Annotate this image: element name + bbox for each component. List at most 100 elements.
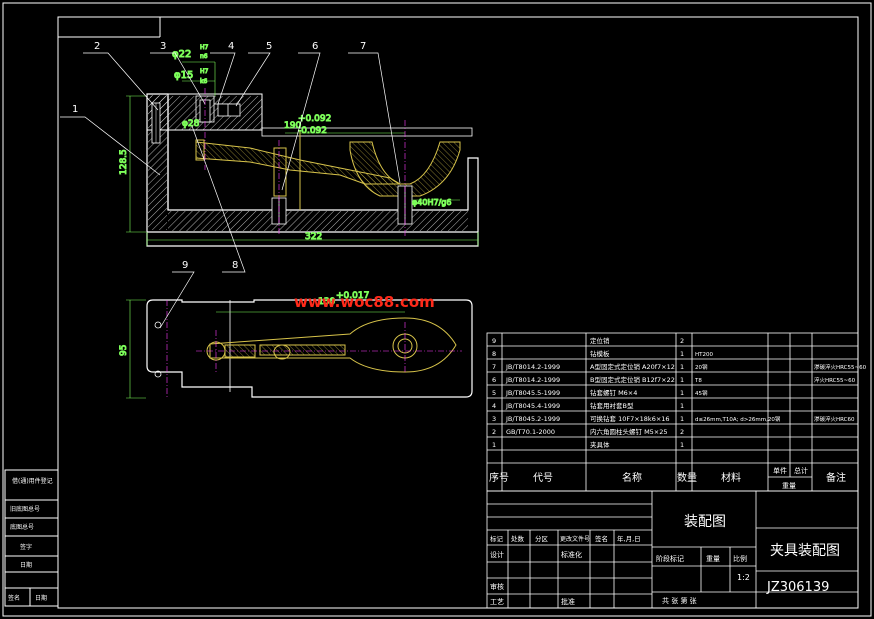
dim-phi22-fit-top: H7 bbox=[200, 44, 209, 51]
rev-doc: 更改文件号 bbox=[560, 535, 590, 543]
strip-label-reg: 借(通)用件登记 bbox=[12, 477, 53, 485]
bom-cell-material: 20钢 bbox=[695, 363, 708, 371]
bom-cell-code: JB/T8045.4-1999 bbox=[505, 402, 560, 410]
bom-header-total: 总计 bbox=[794, 466, 808, 475]
title-process: 工艺 bbox=[490, 598, 504, 606]
bom-cell-no: 4 bbox=[492, 402, 496, 410]
dim-130: 130 bbox=[318, 297, 335, 307]
bom-cell-note: 渗碳淬火HRC60 bbox=[814, 415, 855, 423]
part-label-7: 7 bbox=[360, 41, 366, 52]
top-view bbox=[146, 299, 473, 398]
strip-label-sign: 签字 bbox=[20, 543, 32, 551]
bom-cell-code: GB/T70.1-2000 bbox=[506, 428, 555, 436]
title-assembly: 装配图 bbox=[684, 514, 726, 530]
strip-label-base: 底图总号 bbox=[10, 523, 34, 531]
title-scale: 1:2 bbox=[737, 573, 750, 582]
title-stage-mark: 阶段标记 bbox=[656, 554, 684, 563]
bom-cell-qty: 1 bbox=[680, 363, 684, 371]
title-drawing-name: 夹具装配图 bbox=[770, 543, 840, 559]
bom-cell-note: 淬火HRC55~60 bbox=[814, 376, 856, 384]
bom-cell-name: 夹具体 bbox=[590, 440, 610, 449]
bom-header-note: 备注 bbox=[826, 471, 846, 484]
bom-cell-no: 8 bbox=[492, 350, 496, 358]
bom-cell-name: B型固定式定位销 B12f7×22 bbox=[590, 375, 675, 384]
bom-cell-name: 钻套螺钉 M6×4 bbox=[590, 388, 637, 397]
bom-cell-qty: 1 bbox=[680, 415, 684, 423]
rev-sign: 签名 bbox=[595, 534, 608, 543]
part-number-labels: 1 2 3 4 5 6 7 8 9 bbox=[72, 41, 366, 271]
bom-header-qty: 数量 bbox=[677, 471, 697, 484]
strip-label-sign2: 签名 bbox=[8, 594, 20, 602]
part-label-2: 2 bbox=[94, 41, 100, 52]
dim-bore-phi40: φ40H7/g6 bbox=[412, 198, 451, 207]
bom-header-no: 序号 bbox=[489, 471, 509, 484]
dim-phi15-fit-top: H7 bbox=[200, 68, 209, 75]
dim-width-95: 95 bbox=[119, 345, 129, 356]
bom-cell-no: 5 bbox=[492, 389, 496, 397]
bom-cell-code: JB/T8014.2-1999 bbox=[505, 363, 560, 371]
dim-phi22: φ22 bbox=[172, 49, 191, 60]
bom-cell-qty: 1 bbox=[680, 389, 684, 397]
workpiece-plan bbox=[206, 317, 457, 373]
dim-height-128-5: 128.5 bbox=[119, 149, 129, 175]
title-drawing-number: JZ306139 bbox=[766, 580, 829, 595]
part-label-5: 5 bbox=[266, 41, 272, 52]
part-label-8: 8 bbox=[232, 260, 238, 271]
bom-cell-name: 钻模板 bbox=[590, 349, 610, 358]
bom-cell-note: 渗碳淬火HRC55~60 bbox=[814, 363, 867, 371]
centerlines-front bbox=[204, 88, 406, 236]
title-block: 装配图 夹具装配图 JZ306139 1:2 阶段标记 重量 比例 共 张 第 … bbox=[486, 490, 859, 609]
part-label-3: 3 bbox=[160, 41, 166, 52]
title-weight: 重量 bbox=[706, 555, 720, 563]
bom-header-code: 代号 bbox=[533, 472, 553, 484]
bom-cell-no: 1 bbox=[492, 441, 496, 449]
dim-phi15-fit-bot: k6 bbox=[200, 78, 207, 85]
body-base-hatch bbox=[168, 211, 468, 231]
bom-header-weight: 重量 bbox=[782, 482, 796, 490]
watermark-text: www.woc88.com bbox=[294, 293, 435, 311]
bom-cell-qty: 2 bbox=[680, 337, 684, 345]
bom-cell-no: 7 bbox=[492, 363, 496, 371]
bom-cell-code: JB/T8014.2-1999 bbox=[505, 376, 560, 384]
bom-cell-name: 内六角圆柱头螺钉 M5×25 bbox=[590, 427, 668, 436]
bom-cell-code: JB/T8045.2-1999 bbox=[505, 415, 560, 423]
bom-cell-material: T8 bbox=[694, 378, 702, 384]
title-approve: 批准 bbox=[561, 597, 575, 606]
strip-label-date: 日期 bbox=[20, 561, 32, 569]
bom-header-name: 名称 bbox=[622, 471, 642, 484]
bom-cell-name: A型固定式定位销 A20f7×12 bbox=[590, 362, 675, 371]
bom-cell-material: 45钢 bbox=[695, 389, 708, 397]
rev-zone: 分区 bbox=[535, 534, 549, 543]
rev-mark: 标记 bbox=[490, 534, 504, 543]
title-ratio: 比例 bbox=[733, 554, 747, 563]
bom-cell-qty: 1 bbox=[680, 402, 684, 410]
bom-cell-no: 2 bbox=[492, 428, 496, 436]
dim-length-322: 322 bbox=[305, 232, 322, 242]
dim-phi15: φ15 bbox=[174, 70, 193, 81]
bom-cell-qty: 1 bbox=[680, 441, 684, 449]
bom-cell-no: 9 bbox=[492, 337, 496, 345]
title-review: 审核 bbox=[490, 582, 504, 591]
title-sheets: 共 张 第 张 bbox=[662, 596, 697, 605]
bom-header-unit: 单件 bbox=[773, 466, 787, 475]
dim-190: 190 bbox=[284, 121, 301, 131]
part-label-6: 6 bbox=[312, 41, 318, 52]
bom-cell-name: 定位销 bbox=[590, 336, 610, 345]
dim-tol-017: +0.017 bbox=[336, 291, 369, 301]
bom-cell-name: 可换钻套 10F7×18k6×16 bbox=[590, 414, 670, 423]
bom-cell-material: HT200 bbox=[695, 352, 713, 358]
rev-date: 年,月,日 bbox=[617, 534, 641, 543]
title-design: 设计 bbox=[490, 550, 504, 559]
bom-cell-qty: 1 bbox=[680, 350, 684, 358]
part-label-4: 4 bbox=[228, 41, 234, 52]
dimensions: 128.5 322 95 φ22 H7 n6 φ15 H7 k6 φ28 190… bbox=[119, 44, 479, 399]
bom-cell-qty: 1 bbox=[680, 376, 684, 384]
bom-cell-name: 钻套用衬套B型 bbox=[590, 401, 634, 410]
fixture-body-plan bbox=[146, 299, 473, 398]
dim-phi22-fit-bot: n6 bbox=[200, 53, 208, 60]
workpiece-connecting-rod bbox=[195, 130, 461, 210]
